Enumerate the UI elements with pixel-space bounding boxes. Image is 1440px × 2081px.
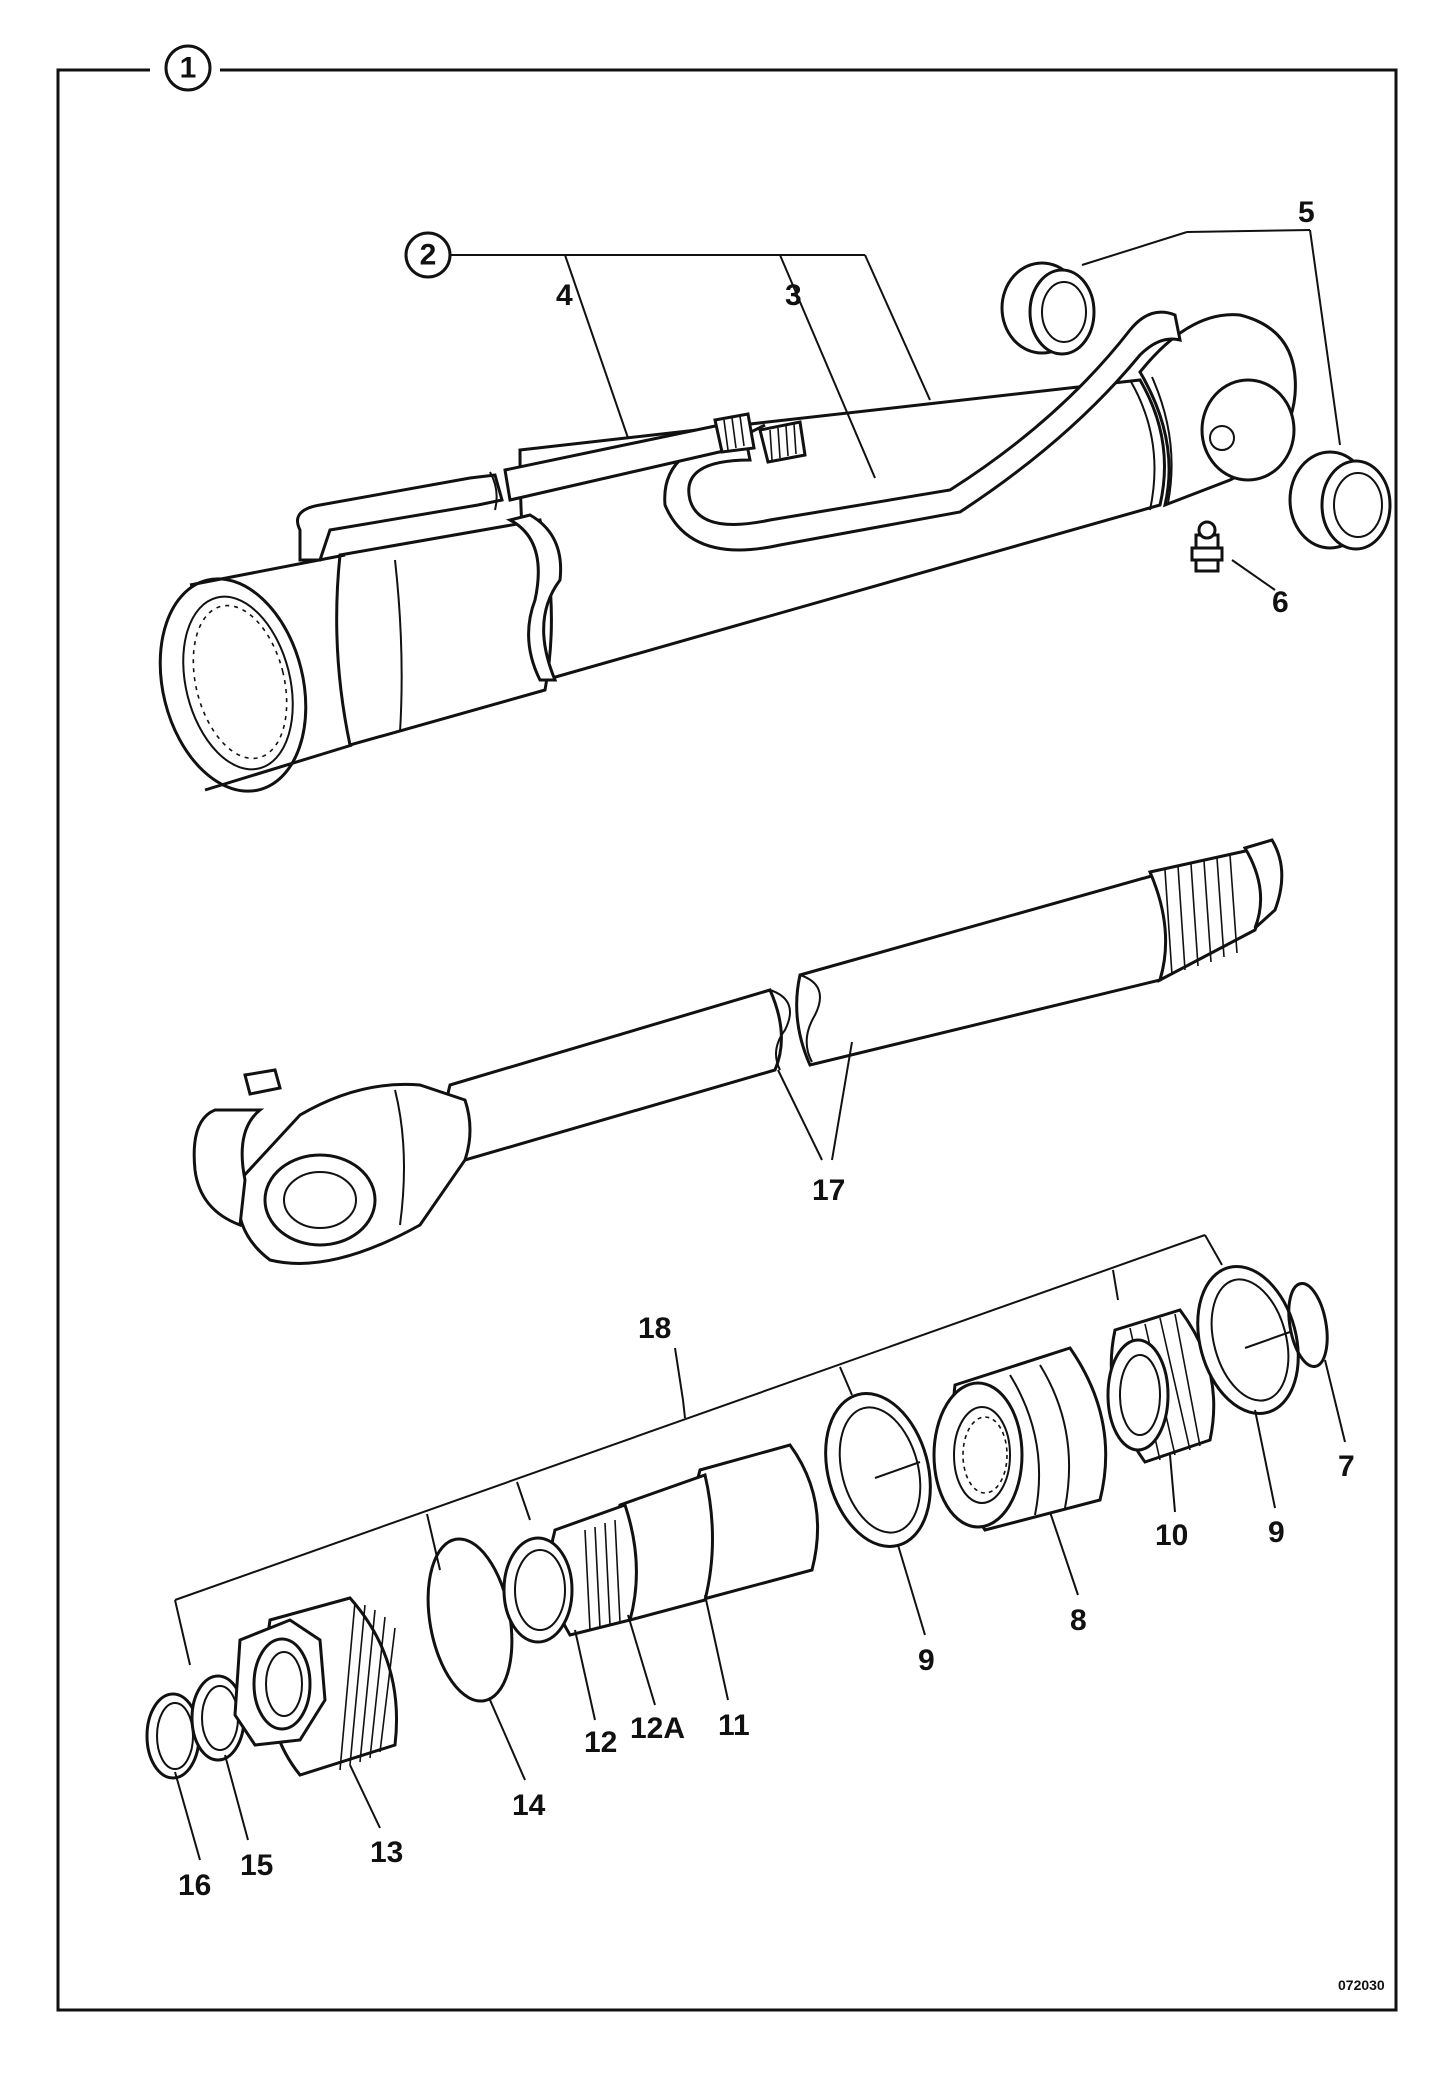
part-label-18: 18 bbox=[638, 1312, 671, 1345]
part-label-13: 13 bbox=[370, 1836, 403, 1869]
split-ring-9-left bbox=[824, 1392, 932, 1548]
assembly-callout-1-label: 1 bbox=[180, 52, 197, 85]
assembly-callout-1: 1 bbox=[164, 44, 212, 92]
drawing-reference-number: 072030 bbox=[1338, 1977, 1385, 1993]
piston-11-12 bbox=[502, 1443, 820, 1644]
part-label-6: 6 bbox=[1272, 586, 1289, 619]
part-label-9-right: 9 bbox=[1268, 1516, 1285, 1549]
gland-nut-13 bbox=[233, 1596, 399, 1777]
leader-lines-top bbox=[450, 229, 1341, 591]
diagram-frame bbox=[56, 68, 1398, 2012]
bearing-8 bbox=[932, 1346, 1108, 1532]
assembly-callout-2: 2 bbox=[404, 231, 452, 279]
piston-rod-17 bbox=[192, 838, 1284, 1265]
bushing-5-lower bbox=[1288, 450, 1392, 551]
circlip-16 bbox=[145, 1692, 201, 1780]
bushing-5-upper bbox=[1000, 261, 1096, 356]
o-ring-7 bbox=[1287, 1282, 1329, 1368]
part-label-9-left: 9 bbox=[918, 1644, 935, 1677]
split-ring-9-right bbox=[1196, 1264, 1300, 1416]
part-label-8: 8 bbox=[1070, 1604, 1087, 1637]
part-label-16: 16 bbox=[178, 1869, 211, 1902]
o-ring-14 bbox=[426, 1537, 514, 1703]
leader-lines-kit-parts bbox=[174, 1359, 1346, 1861]
leader-lines-rod bbox=[777, 1041, 853, 1161]
part-label-12: 12 bbox=[584, 1726, 617, 1759]
part-label-17: 17 bbox=[812, 1174, 845, 1207]
part-label-15: 15 bbox=[240, 1849, 273, 1882]
part-label-14: 14 bbox=[512, 1789, 546, 1822]
part-label-10: 10 bbox=[1155, 1519, 1188, 1552]
assembly-callout-2-label: 2 bbox=[420, 239, 437, 272]
part-label-11: 11 bbox=[718, 1709, 750, 1742]
part-label-3: 3 bbox=[785, 279, 802, 312]
part-label-12a: 12A bbox=[630, 1712, 685, 1745]
grease-nipple-6 bbox=[1190, 520, 1224, 573]
leader-lines-kit-18 bbox=[174, 1234, 1223, 1666]
part-label-7: 7 bbox=[1338, 1450, 1355, 1483]
pipe-fitting-4-thread bbox=[713, 412, 756, 454]
hydraulic-pipe-4 bbox=[296, 423, 730, 562]
part-label-5: 5 bbox=[1298, 196, 1315, 229]
part-label-4: 4 bbox=[556, 279, 573, 312]
pipe-fitting-3-thread bbox=[758, 420, 807, 464]
